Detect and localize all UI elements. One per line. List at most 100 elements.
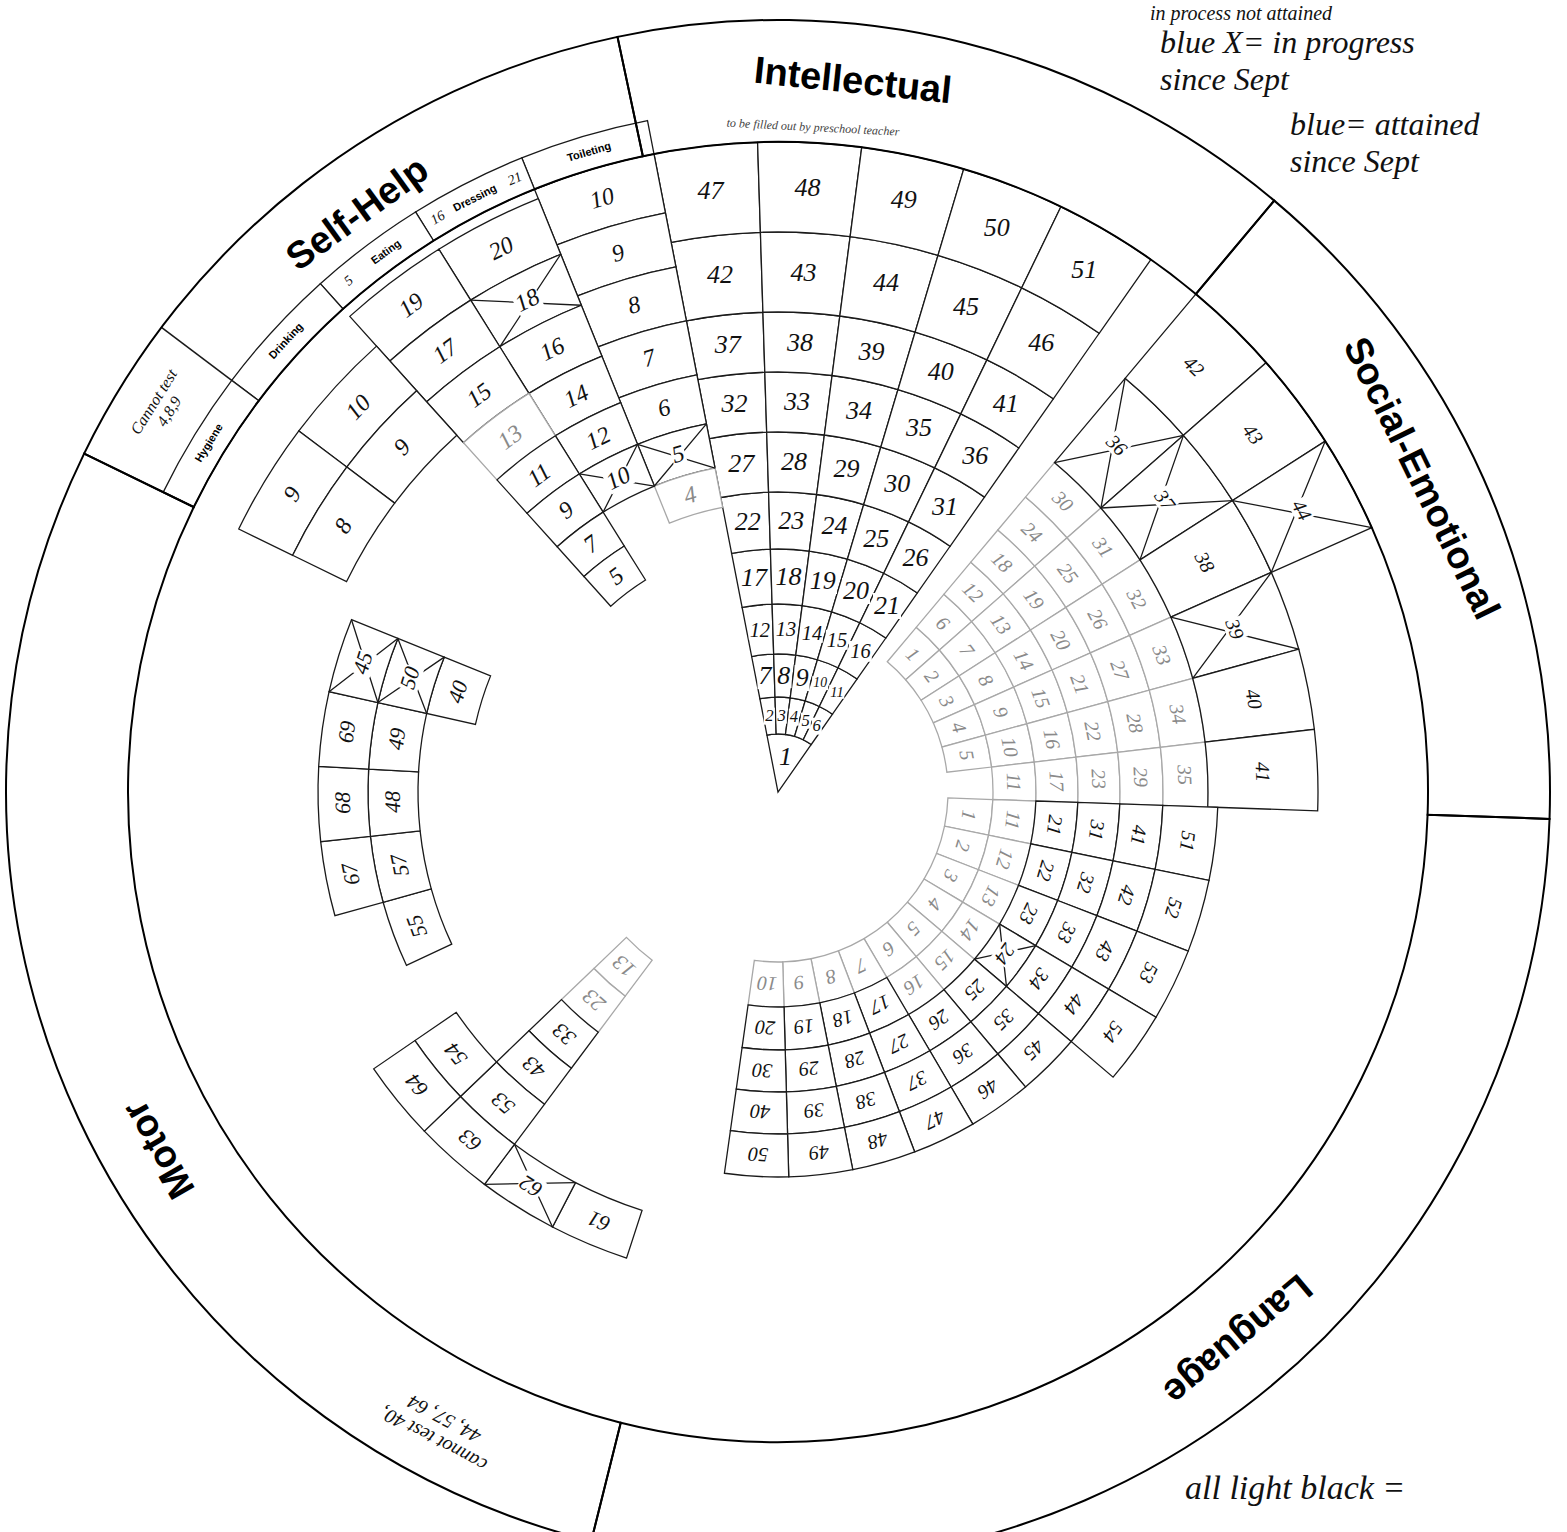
table-cell-number: 50 bbox=[396, 663, 424, 692]
table-cell-number: 12 bbox=[749, 620, 771, 640]
table-cell-number: 13 bbox=[493, 419, 528, 454]
table-cell-number: 13 bbox=[493, 419, 528, 454]
table-cell-number: 44 bbox=[1288, 495, 1316, 524]
band-outline bbox=[1192, 197, 1553, 822]
table-cell-number: 26 bbox=[924, 1005, 954, 1034]
table-cell-number: 7 bbox=[639, 345, 659, 372]
table-cell bbox=[321, 836, 383, 915]
table-cell-number: 4 bbox=[789, 709, 799, 726]
table-cell-number: 17 bbox=[428, 333, 463, 368]
table-cell-number: 42 bbox=[1114, 881, 1139, 908]
table-cell-number: 24 bbox=[820, 513, 848, 539]
table-cell-number: 10 bbox=[812, 677, 828, 691]
table-cell-number: 53 bbox=[487, 1087, 520, 1119]
header-box bbox=[416, 158, 535, 241]
table-cell-number: 46 bbox=[1027, 330, 1055, 356]
table-cell-number: 62 bbox=[515, 1170, 547, 1201]
table-cell-number: 33 bbox=[1053, 918, 1081, 947]
table-cell-number: 20 bbox=[842, 578, 870, 604]
table-cell-number: 31 bbox=[1086, 818, 1108, 842]
table-cell-number: 5 bbox=[902, 917, 925, 940]
table-cell-number: 26 bbox=[901, 545, 929, 571]
table-cell-number: 12 bbox=[992, 845, 1017, 872]
table-cell-number: 9 bbox=[989, 703, 1012, 721]
domain-band: Motor bbox=[3, 450, 624, 1532]
table-cell-number: 27 bbox=[884, 1030, 912, 1058]
table-cell-number: 9 bbox=[553, 497, 579, 525]
table-cell-number: 9 bbox=[388, 434, 415, 461]
table-cell-number: 23 bbox=[777, 508, 805, 534]
table-cell-number: 26 bbox=[901, 545, 929, 571]
band-title-wrap: Social-Emotional bbox=[1337, 331, 1506, 625]
table-cell-number: 43 bbox=[789, 260, 817, 286]
table-cell-number: 9 bbox=[792, 973, 806, 994]
table-cell-number: 13 bbox=[977, 881, 1005, 910]
table-cell bbox=[369, 703, 427, 772]
table-cell-number: 42 bbox=[706, 262, 734, 288]
table-cell-number: 10 bbox=[998, 734, 1022, 759]
table-cell-number: 31 bbox=[1089, 532, 1118, 562]
table-cell-number: 6 bbox=[932, 611, 955, 634]
band-shape bbox=[591, 815, 1549, 1532]
table-cell-number: 39 bbox=[1222, 615, 1248, 642]
table-cell-number: 23 bbox=[1088, 768, 1109, 791]
table-cell-number: 33 bbox=[783, 389, 811, 415]
table-cell-number: 26 bbox=[924, 1005, 954, 1034]
table-cell bbox=[786, 1086, 844, 1134]
table-cell-number: 35 bbox=[989, 1005, 1019, 1035]
domain-band: Social-Emotional bbox=[1192, 197, 1553, 822]
table-cell bbox=[788, 1127, 853, 1176]
table-cell-number: 19 bbox=[809, 568, 837, 594]
table-cell-number: 11 bbox=[1002, 809, 1024, 832]
cannot-test-note: Cannot test 4,8,9 bbox=[120, 355, 204, 459]
table-cell-number: 10 bbox=[601, 461, 635, 494]
column-header: Hygiene bbox=[193, 422, 225, 464]
table-cell-number: 24 bbox=[990, 940, 1019, 970]
table-cell-number: 14 bbox=[559, 379, 593, 412]
table-cell-number: 23 bbox=[578, 984, 611, 1016]
cannot-test-note: Cannot test 4,8,9 bbox=[120, 355, 204, 459]
table-cell-number: 36 bbox=[1102, 430, 1132, 460]
table-cell-number: 4 bbox=[948, 718, 971, 736]
table-cell-number: 38 bbox=[1191, 547, 1219, 576]
table-cell-number: 35 bbox=[1175, 764, 1196, 787]
table-cell-number: 6 bbox=[812, 718, 822, 735]
table-cell-number: 11 bbox=[829, 684, 844, 699]
x-mark bbox=[1171, 572, 1299, 678]
table-cell-number: 25 bbox=[862, 526, 890, 552]
table-cell-number: 5 bbox=[668, 441, 688, 468]
x-mark bbox=[484, 1144, 575, 1227]
table-cell-number: 22 bbox=[1081, 718, 1105, 743]
table-cell-number: 63 bbox=[454, 1124, 487, 1156]
table-cell-number: 39 bbox=[802, 1100, 826, 1122]
table-cell-number: 24 bbox=[1017, 517, 1047, 547]
domain-name: Language bbox=[1157, 1268, 1319, 1412]
legend-note: all light black = bbox=[1185, 1468, 1405, 1507]
table-cell bbox=[319, 692, 378, 769]
table-cell-number: 45 bbox=[349, 648, 377, 677]
table-cell-number: 29 bbox=[833, 456, 861, 482]
table-cell-number: 10 bbox=[756, 974, 779, 995]
table-cell-number: 69 bbox=[335, 719, 360, 746]
table-cell-number: 4 bbox=[680, 481, 700, 508]
table-cell-number: 41 bbox=[992, 391, 1020, 417]
table-cell-number: 20 bbox=[753, 1018, 776, 1039]
table-cell-number: 50 bbox=[396, 663, 424, 692]
table-cell-number: 2 bbox=[951, 838, 974, 855]
header-box bbox=[232, 284, 343, 401]
table-cell-number: 18 bbox=[830, 1007, 857, 1032]
table-cell-number: 16 bbox=[535, 332, 569, 365]
table-cell-number: 22 bbox=[734, 509, 762, 535]
table-cell-number: 18 bbox=[775, 564, 803, 590]
table-cell-number: 22 bbox=[1033, 857, 1058, 884]
table-cell-number: 50 bbox=[746, 1144, 769, 1165]
table-cell bbox=[760, 697, 776, 735]
table-cell-number: 30 bbox=[751, 1060, 774, 1081]
table-cell bbox=[1022, 207, 1151, 333]
table-cell-number: 10 bbox=[756, 974, 779, 995]
table-cell-number: 11 bbox=[1004, 772, 1025, 793]
table-cell-number: 18 bbox=[775, 564, 803, 590]
legend-note: blue= attained since Sept bbox=[1290, 106, 1525, 180]
table-cell-number: 36 bbox=[948, 1040, 978, 1069]
table-cell-number: 11 bbox=[1002, 809, 1024, 832]
